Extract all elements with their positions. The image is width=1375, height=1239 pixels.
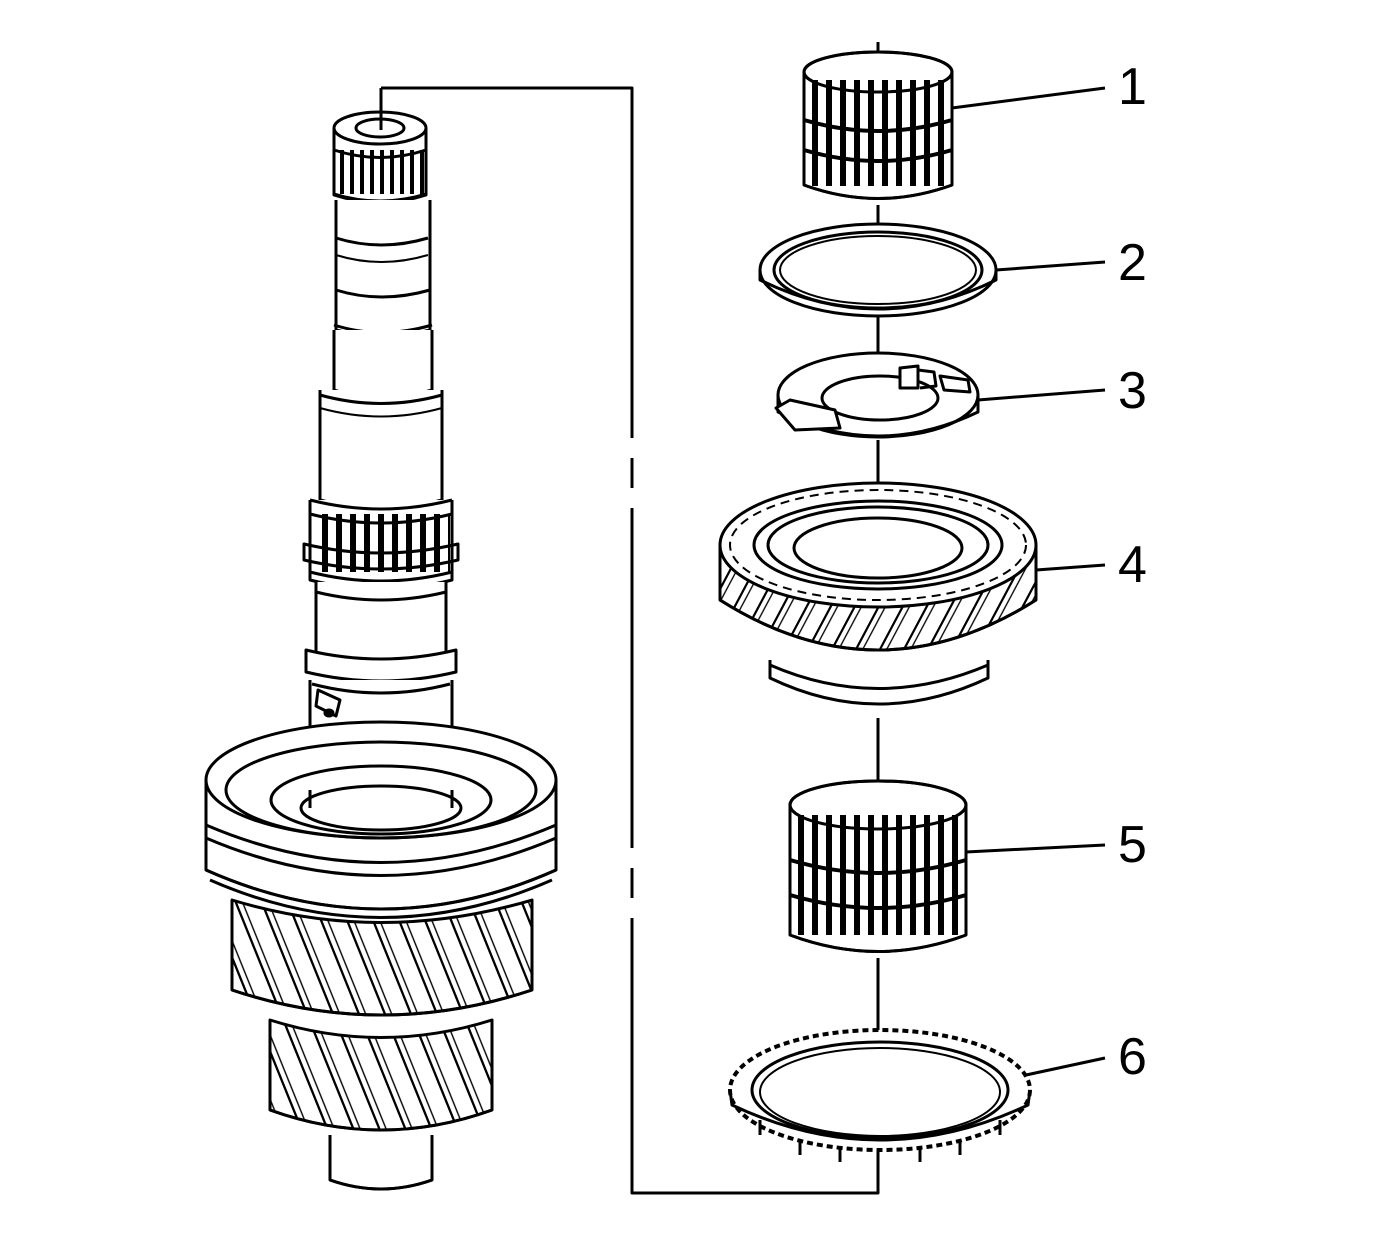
part-1-needle-bearing — [802, 50, 954, 200]
callout-leaders — [951, 86, 1106, 1077]
part-5-needle-bearing — [788, 779, 968, 953]
callout-4: 4 — [1118, 536, 1147, 594]
part-2-thrust-washer — [758, 222, 998, 318]
callout-6: 6 — [1118, 1028, 1147, 1086]
main-shaft-assembly — [204, 110, 558, 1191]
callout-labels: 1 2 3 4 5 6 — [1118, 58, 1147, 1086]
callout-2: 2 — [1118, 234, 1147, 292]
part-4-helical-gear — [718, 481, 1038, 706]
callout-5: 5 — [1118, 816, 1147, 874]
callout-3: 3 — [1118, 362, 1147, 420]
assembly-leader-line — [379, 86, 880, 1195]
part-3-split-washer — [774, 351, 980, 439]
callout-1: 1 — [1118, 58, 1147, 116]
part-6-synchronizer-ring — [728, 1028, 1032, 1162]
